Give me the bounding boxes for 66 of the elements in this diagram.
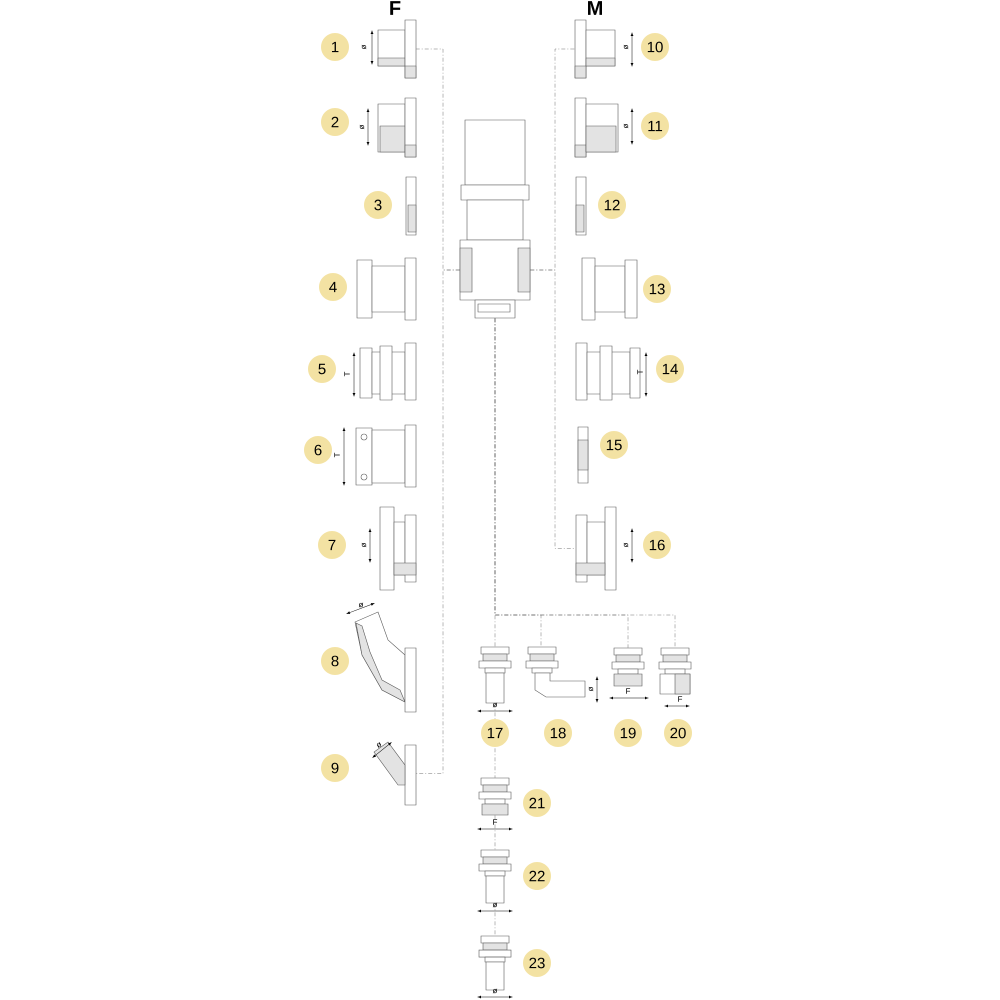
callout-number: 23: [523, 949, 551, 978]
fitting-drawing: [612, 648, 644, 686]
fitting-drawing: [582, 258, 638, 320]
callout-number: 4: [319, 273, 347, 301]
valve-drawing: [460, 120, 530, 318]
fitting-drawing: [576, 176, 586, 236]
fitting-drawing: [378, 20, 416, 78]
fitting-drawing: [574, 98, 618, 158]
dimension-label: ø: [362, 542, 366, 548]
center-line: [494, 903, 496, 936]
dimension-label: F: [493, 819, 498, 825]
fitting-drawing: [478, 646, 512, 704]
dimension-label: T: [334, 452, 340, 458]
fitting-drawing: [526, 646, 586, 698]
callout-number: 18: [544, 719, 572, 747]
callout-number: 13: [643, 275, 671, 303]
dimension-label: T: [344, 372, 350, 376]
center-line: [494, 318, 676, 648]
center-line: [530, 270, 576, 549]
callout-number: 1: [321, 33, 349, 61]
dimension-label: ø: [492, 902, 498, 908]
callout-number: 20: [664, 719, 692, 747]
callout-number: 10: [641, 33, 669, 61]
center-line: [416, 270, 460, 774]
dimension-label: ø: [492, 988, 498, 994]
callout-number: 22: [523, 862, 551, 890]
fitting-drawing: [360, 342, 416, 400]
callout-number: 14: [656, 355, 684, 383]
dimension-label: ø: [624, 44, 628, 50]
callout-number: 17: [481, 719, 509, 747]
callout-number: 2: [321, 108, 349, 136]
fitting-drawing: [378, 98, 416, 158]
fitting-drawing: [658, 648, 692, 694]
dimension-label: ø: [362, 44, 366, 50]
dimension-label: ø: [588, 686, 594, 692]
callout-number: 6: [304, 436, 332, 464]
callout-number: 9: [321, 754, 349, 782]
fitting-drawing: [374, 742, 416, 806]
callout-number: 11: [641, 112, 669, 140]
fitting-drawing: [354, 612, 416, 712]
callout-number: 5: [308, 355, 336, 383]
dimension-label: ø: [624, 542, 628, 548]
callout-number: 16: [643, 531, 671, 559]
dimension-label: ø: [376, 742, 382, 748]
callout-number: 19: [614, 719, 642, 747]
callout-number: 21: [523, 789, 551, 817]
fitting-drawing: [356, 424, 416, 488]
dimension-label: ø: [492, 702, 498, 708]
callout-number: 7: [318, 531, 346, 559]
callout-number: 12: [598, 191, 626, 219]
fitting-drawing: [406, 176, 416, 236]
callout-number: 15: [600, 431, 628, 459]
dimension-label: ø: [358, 602, 364, 608]
fitting-drawing: [578, 426, 588, 484]
fitting-drawing: [356, 258, 416, 320]
callout-number: 3: [364, 191, 392, 219]
fitting-drawing: [478, 850, 512, 904]
callout-number: 8: [321, 647, 349, 675]
fitting-drawing: [574, 20, 616, 78]
fitting-drawing: [380, 506, 416, 590]
dimension-label: T: [637, 370, 643, 374]
fitting-drawing: [478, 936, 512, 990]
fitting-drawing: [576, 506, 616, 590]
dimension-label: ø: [360, 124, 364, 130]
fitting-drawing: [478, 778, 512, 816]
center-line: [494, 815, 496, 850]
